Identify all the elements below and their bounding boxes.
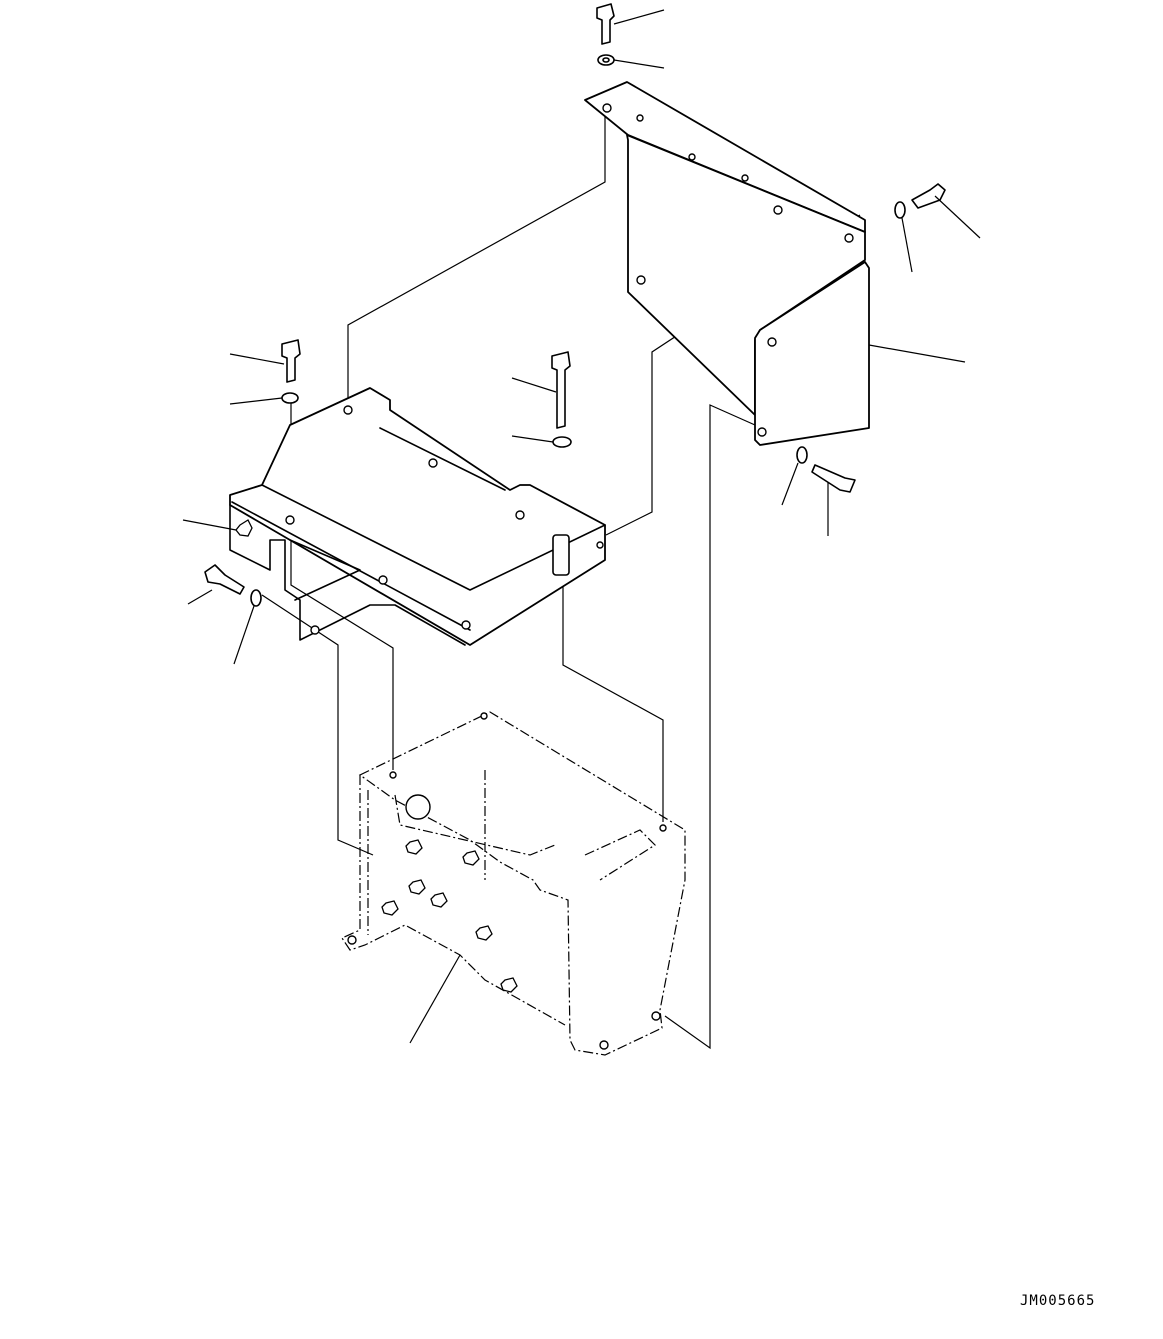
fasteners (204, 3, 946, 607)
drawing-code-label: JM005665 (1020, 1293, 1096, 1309)
upper-bracket (584, 81, 870, 446)
leader-lines (182, 9, 981, 1044)
base-bracket (341, 711, 686, 1056)
cover-plate (229, 387, 606, 646)
